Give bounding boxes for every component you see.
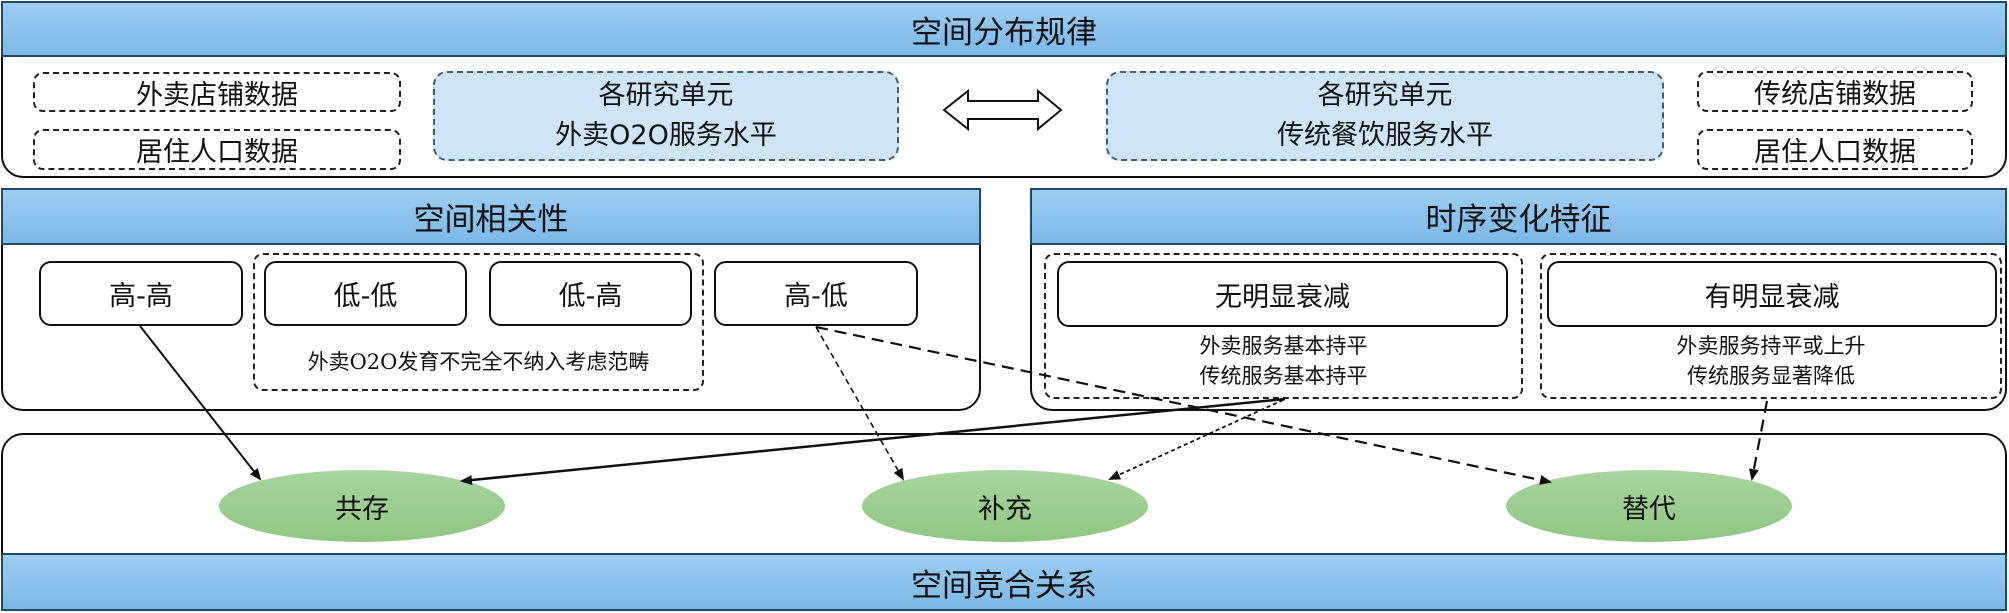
- outcome-substitution: 替代: [1506, 470, 1792, 542]
- decline-note-1: 外卖服务持平或上升: [1676, 334, 1866, 358]
- traditional-unit-line1: 各研究单元: [1317, 80, 1453, 111]
- category-low-low: 低-低: [264, 261, 467, 326]
- temporal-header: 时序变化特征: [1030, 188, 2007, 245]
- outcome-complement-label: 补充: [978, 493, 1032, 525]
- no-decline-note-1: 外卖服务基本持平: [1199, 334, 1368, 358]
- category-low-high-label: 低-高: [558, 281, 623, 312]
- correlation-header: 空间相关性: [1, 188, 981, 245]
- traditional-service-level-box: 各研究单元 传统餐饮服务水平: [1106, 71, 1664, 161]
- outcome-substitution-label: 替代: [1622, 493, 1676, 525]
- decline-label: 有明显衰减: [1704, 281, 1840, 313]
- outcome-coexistence-label: 共存: [335, 493, 389, 525]
- distribution-title: 空间分布规律: [911, 14, 1097, 51]
- outcome-coexistence: 共存: [219, 470, 505, 542]
- category-high-low: 高-低: [714, 261, 918, 326]
- left-population-data-label: 居住人口数据: [136, 137, 298, 168]
- distribution-header: 空间分布规律: [1, 1, 2007, 57]
- right-population-data-label: 居住人口数据: [1754, 137, 1916, 168]
- o2o-unit-line1: 各研究单元: [598, 80, 734, 111]
- left-population-data-box: 居住人口数据: [33, 129, 401, 170]
- traditional-unit-line2: 传统餐饮服务水平: [1277, 120, 1493, 151]
- takeout-store-data-label: 外卖店铺数据: [136, 79, 298, 111]
- competition-header: 空间竞合关系: [1, 553, 2007, 611]
- correlation-title: 空间相关性: [413, 202, 569, 238]
- temporal-title: 时序变化特征: [1425, 202, 1612, 238]
- category-high-high: 高-高: [39, 261, 243, 326]
- traditional-store-data-label: 传统店铺数据: [1754, 79, 1916, 110]
- category-low-high: 低-高: [489, 261, 692, 326]
- no-decline-note-2: 传统服务基本持平: [1199, 364, 1368, 388]
- decline-box: 有明显衰减: [1547, 261, 1997, 327]
- excluded-note: 外卖O2O发育不完全不纳入考虑范畴: [307, 350, 650, 374]
- no-decline-label: 无明显衰减: [1215, 281, 1350, 313]
- category-high-high-label: 高-高: [109, 281, 173, 312]
- takeout-store-data-box: 外卖店铺数据: [33, 72, 401, 112]
- o2o-unit-line2: 外卖O2O服务水平: [555, 120, 777, 151]
- category-high-low-label: 高-低: [784, 281, 848, 312]
- category-low-low-label: 低-低: [333, 281, 398, 312]
- competition-title: 空间竞合关系: [911, 567, 1097, 604]
- outcome-complement: 补充: [862, 470, 1148, 542]
- decline-note-2: 传统服务显著降低: [1687, 364, 1855, 388]
- o2o-service-level-box: 各研究单元 外卖O2O服务水平: [433, 71, 899, 161]
- no-decline-box: 无明显衰减: [1057, 261, 1508, 327]
- right-population-data-box: 居住人口数据: [1697, 129, 1973, 170]
- traditional-store-data-box: 传统店铺数据: [1697, 71, 1973, 112]
